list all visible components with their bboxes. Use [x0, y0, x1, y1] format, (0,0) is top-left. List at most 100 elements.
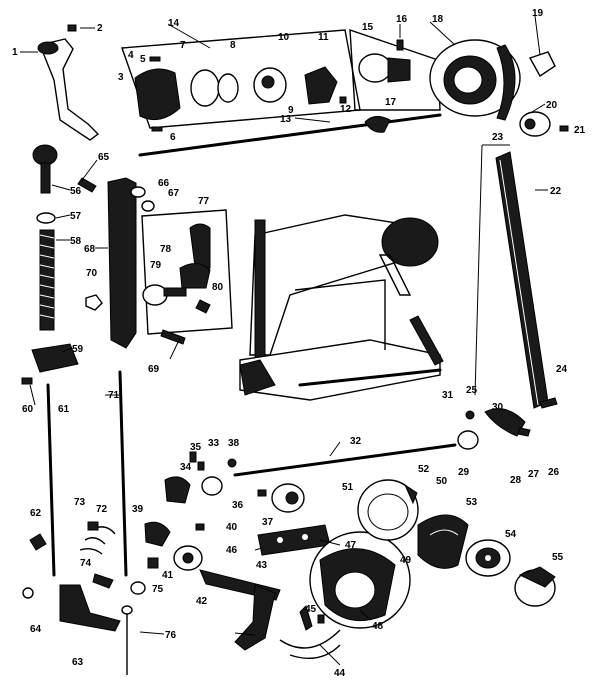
label-part-10: 10: [278, 32, 290, 43]
label-part-64: 64: [30, 624, 42, 635]
label-part-47: 47: [345, 540, 357, 551]
part-68-frame: [107, 177, 137, 349]
part-46-plate: [257, 524, 331, 556]
label-part-48: 48: [372, 621, 384, 632]
label-part-63: 63: [72, 657, 84, 668]
label-part-70: 70: [86, 268, 98, 279]
label-part-44: 44: [334, 668, 346, 679]
label-part-51: 51: [342, 482, 354, 493]
label-part-7: 7: [180, 40, 186, 51]
label-part-65: 65: [98, 152, 110, 163]
part-8-disc: [217, 73, 239, 103]
label-part-56: 56: [70, 186, 82, 197]
label-part-62: 62: [30, 508, 42, 519]
part-1-lever: [39, 38, 100, 141]
label-part-46: 46: [226, 545, 238, 556]
label-part-38: 38: [228, 438, 240, 449]
label-part-37: 37: [262, 517, 274, 528]
label-part-67: 67: [168, 188, 180, 199]
label-part-69: 69: [148, 364, 160, 375]
lower-middle-parts: [144, 451, 556, 659]
left-parts-group: [21, 144, 233, 675]
part-57-washer: [36, 212, 56, 224]
part-78-needle-clamp: [189, 223, 211, 275]
label-part-6: 6: [170, 132, 176, 143]
label-part-32: 32: [350, 436, 362, 447]
label-part-58: 58: [70, 236, 82, 247]
label-part-2: 2: [97, 23, 103, 34]
label-part-23: 23: [492, 132, 504, 143]
label-part-8: 8: [230, 40, 236, 51]
label-part-19: 19: [532, 8, 544, 19]
label-part-34: 34: [180, 462, 192, 473]
handwheel-group: [349, 29, 569, 137]
label-part-66: 66: [158, 178, 170, 189]
label-part-4: 4: [128, 50, 134, 61]
label-part-53: 53: [466, 497, 478, 508]
part-13-rod: [138, 113, 442, 157]
label-part-30: 30: [492, 402, 504, 413]
label-part-72: 72: [96, 504, 108, 515]
leader-lines: [20, 15, 548, 666]
part-61-presser-bar: [46, 383, 56, 577]
label-part-9: 9: [288, 105, 294, 116]
label-part-52: 52: [418, 464, 430, 475]
part-29-bushing: [457, 430, 479, 450]
part-19-clip: [528, 51, 556, 78]
label-part-31: 31: [442, 390, 454, 401]
label-part-12: 12: [340, 104, 352, 115]
label-part-17: 17: [385, 97, 397, 108]
label-part-50: 50: [436, 476, 448, 487]
label-part-71: 71: [108, 390, 120, 401]
label-part-40: 40: [226, 522, 238, 533]
label-part-25: 25: [466, 385, 478, 396]
label-part-54: 54: [505, 529, 517, 540]
label-part-14: 14: [168, 18, 180, 29]
label-part-79: 79: [150, 260, 162, 271]
part-56-adjust-screw: [32, 144, 58, 166]
label-part-80: 80: [212, 282, 224, 293]
part-2-screw: [67, 24, 77, 32]
part-43-driver: [234, 584, 276, 651]
label-part-39: 39: [132, 504, 144, 515]
label-part-16: 16: [396, 14, 408, 25]
part-16-screw: [396, 39, 404, 51]
part-32-shaft: [233, 443, 457, 477]
part-34-cam: [164, 476, 191, 504]
part-63-presser-foot: [59, 584, 121, 632]
part-53-shuttle: [417, 514, 469, 569]
part-59-block: [31, 343, 79, 373]
machine-body: [239, 214, 444, 401]
part-79-clamp: [142, 284, 168, 306]
label-part-43: 43: [256, 560, 268, 571]
part-11-nut: [304, 66, 338, 105]
label-part-27: 27: [528, 469, 540, 480]
label-part-49: 49: [400, 555, 412, 566]
part-7-disc: [190, 69, 220, 107]
label-part-5: 5: [140, 54, 146, 65]
label-part-33: 33: [208, 438, 220, 449]
part-71-needle-bar: [118, 370, 128, 577]
label-part-13: 13: [280, 114, 292, 125]
label-part-68: 68: [84, 244, 96, 255]
label-part-45: 45: [305, 604, 317, 615]
label-part-59: 59: [72, 344, 84, 355]
part-58-spring: [39, 229, 55, 331]
label-part-41: 41: [162, 570, 174, 581]
label-part-36: 36: [232, 500, 244, 511]
label-part-18: 18: [432, 14, 444, 25]
label-part-35: 35: [190, 442, 202, 453]
label-part-26: 26: [548, 467, 560, 478]
label-part-11: 11: [318, 32, 329, 43]
label-part-28: 28: [510, 475, 522, 486]
belt-group: [474, 144, 549, 409]
part-number-labels: 2 1 3 4 5 6 7 8 9 10 11 12 13 14 15 16 1…: [12, 8, 586, 679]
label-part-75: 75: [152, 584, 164, 595]
label-part-15: 15: [362, 22, 374, 33]
label-part-29: 29: [458, 467, 470, 478]
part-15-bushing: [358, 53, 392, 83]
label-part-3: 3: [118, 72, 124, 83]
label-part-61: 61: [58, 404, 70, 415]
label-part-76: 76: [165, 630, 177, 641]
